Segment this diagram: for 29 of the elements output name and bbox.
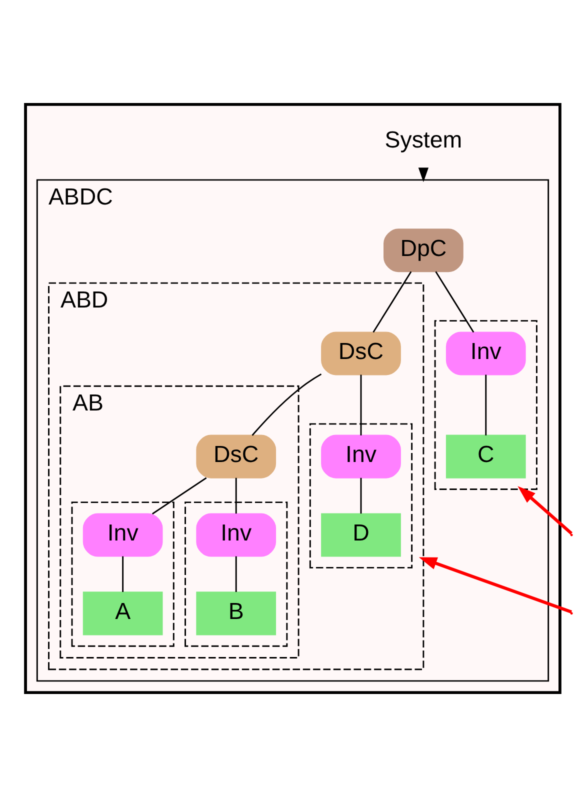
node-box: Inv — [321, 434, 401, 478]
node-box: Inv — [82, 512, 163, 556]
node-box: DsC — [321, 331, 401, 375]
cluster — [309, 422, 413, 568]
node-box: C — [446, 434, 526, 478]
arrow — [518, 486, 572, 534]
node-box: DpC — [384, 228, 464, 272]
connector — [252, 373, 322, 436]
connector — [235, 477, 237, 514]
cluster — [184, 501, 288, 646]
connector — [152, 476, 207, 514]
arrow — [418, 556, 572, 613]
cluster — [24, 102, 562, 694]
node-text: System — [384, 126, 462, 152]
cluster — [71, 501, 174, 646]
node-box: Inv — [446, 331, 526, 375]
node-box: B — [196, 591, 276, 635]
node-box: Inv — [196, 512, 276, 556]
connector — [372, 270, 412, 332]
node-box: D — [321, 512, 401, 556]
connector — [235, 556, 237, 592]
connector — [485, 374, 487, 435]
node-box: A — [82, 591, 163, 635]
connector — [360, 374, 362, 435]
node-box: DsC — [196, 434, 276, 478]
connector — [360, 477, 362, 514]
connector — [435, 270, 474, 332]
cluster — [434, 320, 538, 490]
connector — [122, 556, 124, 592]
